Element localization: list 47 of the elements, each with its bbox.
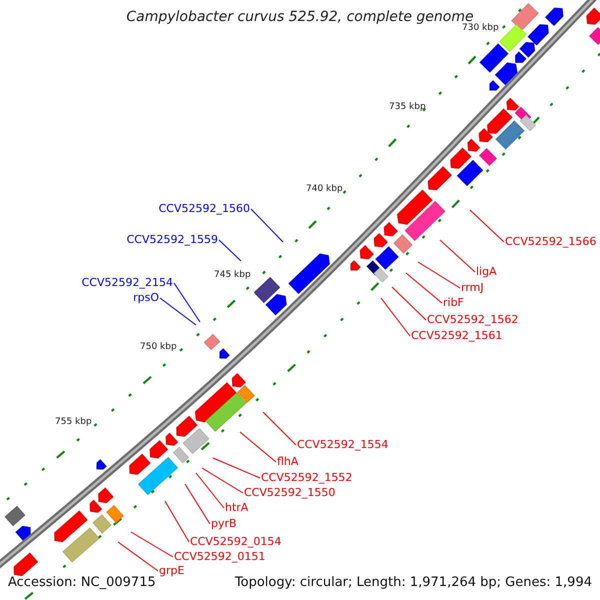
- leader-line: [250, 208, 284, 242]
- gene-label: htrA: [225, 502, 248, 513]
- leader-line: [406, 272, 442, 304]
- leader-line: [196, 472, 224, 508]
- leader-line: [184, 484, 210, 524]
- gene-label: CCV52592_1552: [261, 472, 352, 483]
- tick-label: 735 kbp: [389, 103, 426, 112]
- tick-label: 755 kbp: [55, 418, 92, 427]
- tick-label: 750 kbp: [140, 343, 177, 352]
- gene-label: rrmJ: [461, 282, 484, 293]
- tick-label: 745 kbp: [214, 271, 251, 280]
- leader-line: [212, 458, 260, 478]
- gene-label: pyrB: [211, 518, 237, 529]
- tick-label: 740 kbp: [306, 185, 343, 194]
- gene-label: grpE: [159, 565, 184, 576]
- gene-label: CCV52592_2154: [82, 277, 173, 288]
- leader-line: [262, 412, 296, 446]
- leader-line: [440, 240, 476, 272]
- leader-line: [160, 298, 196, 326]
- leader-line: [470, 210, 504, 242]
- leader-line: [418, 262, 460, 288]
- leader-line: [118, 542, 158, 572]
- leader-line: [174, 282, 200, 322]
- gene-label: CCV52592_1559: [126, 234, 218, 245]
- gene-label: CCV52592_0151: [174, 551, 266, 562]
- gene-label: ligA: [476, 266, 497, 277]
- tick-label: 730 kbp: [462, 24, 499, 33]
- gene-label: CCV52592_1554: [297, 439, 388, 450]
- leader-line: [130, 532, 174, 558]
- gene-label: ribF: [443, 297, 464, 308]
- gene-label: CCV52592_1560: [158, 203, 250, 214]
- leader-line: [240, 432, 276, 462]
- footer-text: Accession: NC_009715: [8, 576, 156, 589]
- leader-line: [164, 500, 190, 542]
- footer-text: Topology: circular; Length: 1,971,264 bp; Genes: 1,994: [234, 576, 592, 589]
- leader-line: [380, 298, 410, 336]
- leader-line: [392, 286, 426, 320]
- gene-label: flhA: [277, 456, 298, 467]
- title: Campylobacter curvus 525.92, complete genome: [125, 10, 474, 24]
- leader-line: [202, 468, 244, 494]
- gene-label: rpsO: [133, 292, 159, 303]
- gene-label: CCV52592_1566: [505, 236, 596, 247]
- gene-label: CCV52592_0154: [190, 536, 282, 547]
- gene-label: CCV52592_1561: [411, 330, 502, 341]
- gene-label: CCV52592_1550: [244, 487, 336, 498]
- leader-line: [218, 240, 242, 262]
- gene-label: CCV52592_1562: [427, 314, 518, 325]
